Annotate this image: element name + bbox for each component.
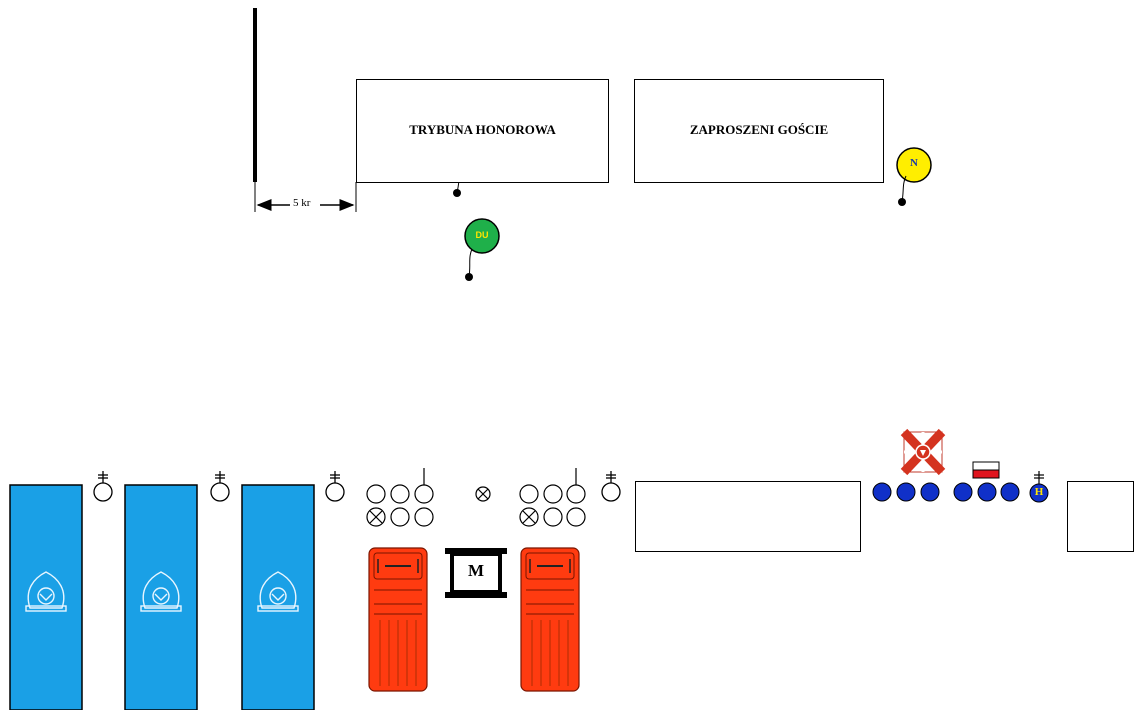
fire-truck-icon xyxy=(368,547,428,692)
guests-box: ZAPROSZENI GOŚCIE xyxy=(634,79,884,183)
crew-group-2 xyxy=(519,468,586,527)
host-marker-label: N xyxy=(910,157,918,169)
host-marker-n xyxy=(896,147,932,206)
cap-box xyxy=(635,481,861,552)
distance-indicator xyxy=(254,182,357,212)
commander-circle-icon xyxy=(210,471,230,502)
cross-standard-flag-icon xyxy=(900,428,946,476)
commander-circle-icon xyxy=(601,471,621,502)
orchestra-leader-marker xyxy=(1029,471,1049,503)
banner-3 xyxy=(241,484,315,710)
lyre-box xyxy=(1067,481,1134,552)
crew-group-1 xyxy=(366,468,434,527)
polish-flag-icon xyxy=(972,461,1000,479)
tribune-box: TRYBUNA HONOROWA xyxy=(356,79,609,183)
fire-brigade-emblem-icon xyxy=(257,571,299,612)
commander-marker-label: DU xyxy=(475,230,489,240)
commander-marker-du xyxy=(464,218,500,281)
commander-circle-icon xyxy=(93,471,113,502)
banner-2 xyxy=(124,484,198,710)
fire-brigade-emblem-icon xyxy=(140,571,182,612)
vehicle-lane-marker xyxy=(445,548,507,598)
commander-circle-icon xyxy=(325,471,345,502)
fire-brigade-emblem-icon xyxy=(25,571,67,612)
tribune-label: TRYBUNA HONOROWA xyxy=(409,122,556,137)
banner-1 xyxy=(9,484,83,710)
distance-label: 5 kr xyxy=(291,197,313,209)
orchestra-leader-label: H xyxy=(1034,486,1044,498)
orchestra-rank xyxy=(872,482,1020,502)
fire-truck-icon xyxy=(520,547,580,692)
crossed-circle-icon xyxy=(475,486,491,502)
guests-label: ZAPROSZENI GOŚCIE xyxy=(689,122,829,137)
vehicle-lane-label: M xyxy=(467,561,485,580)
